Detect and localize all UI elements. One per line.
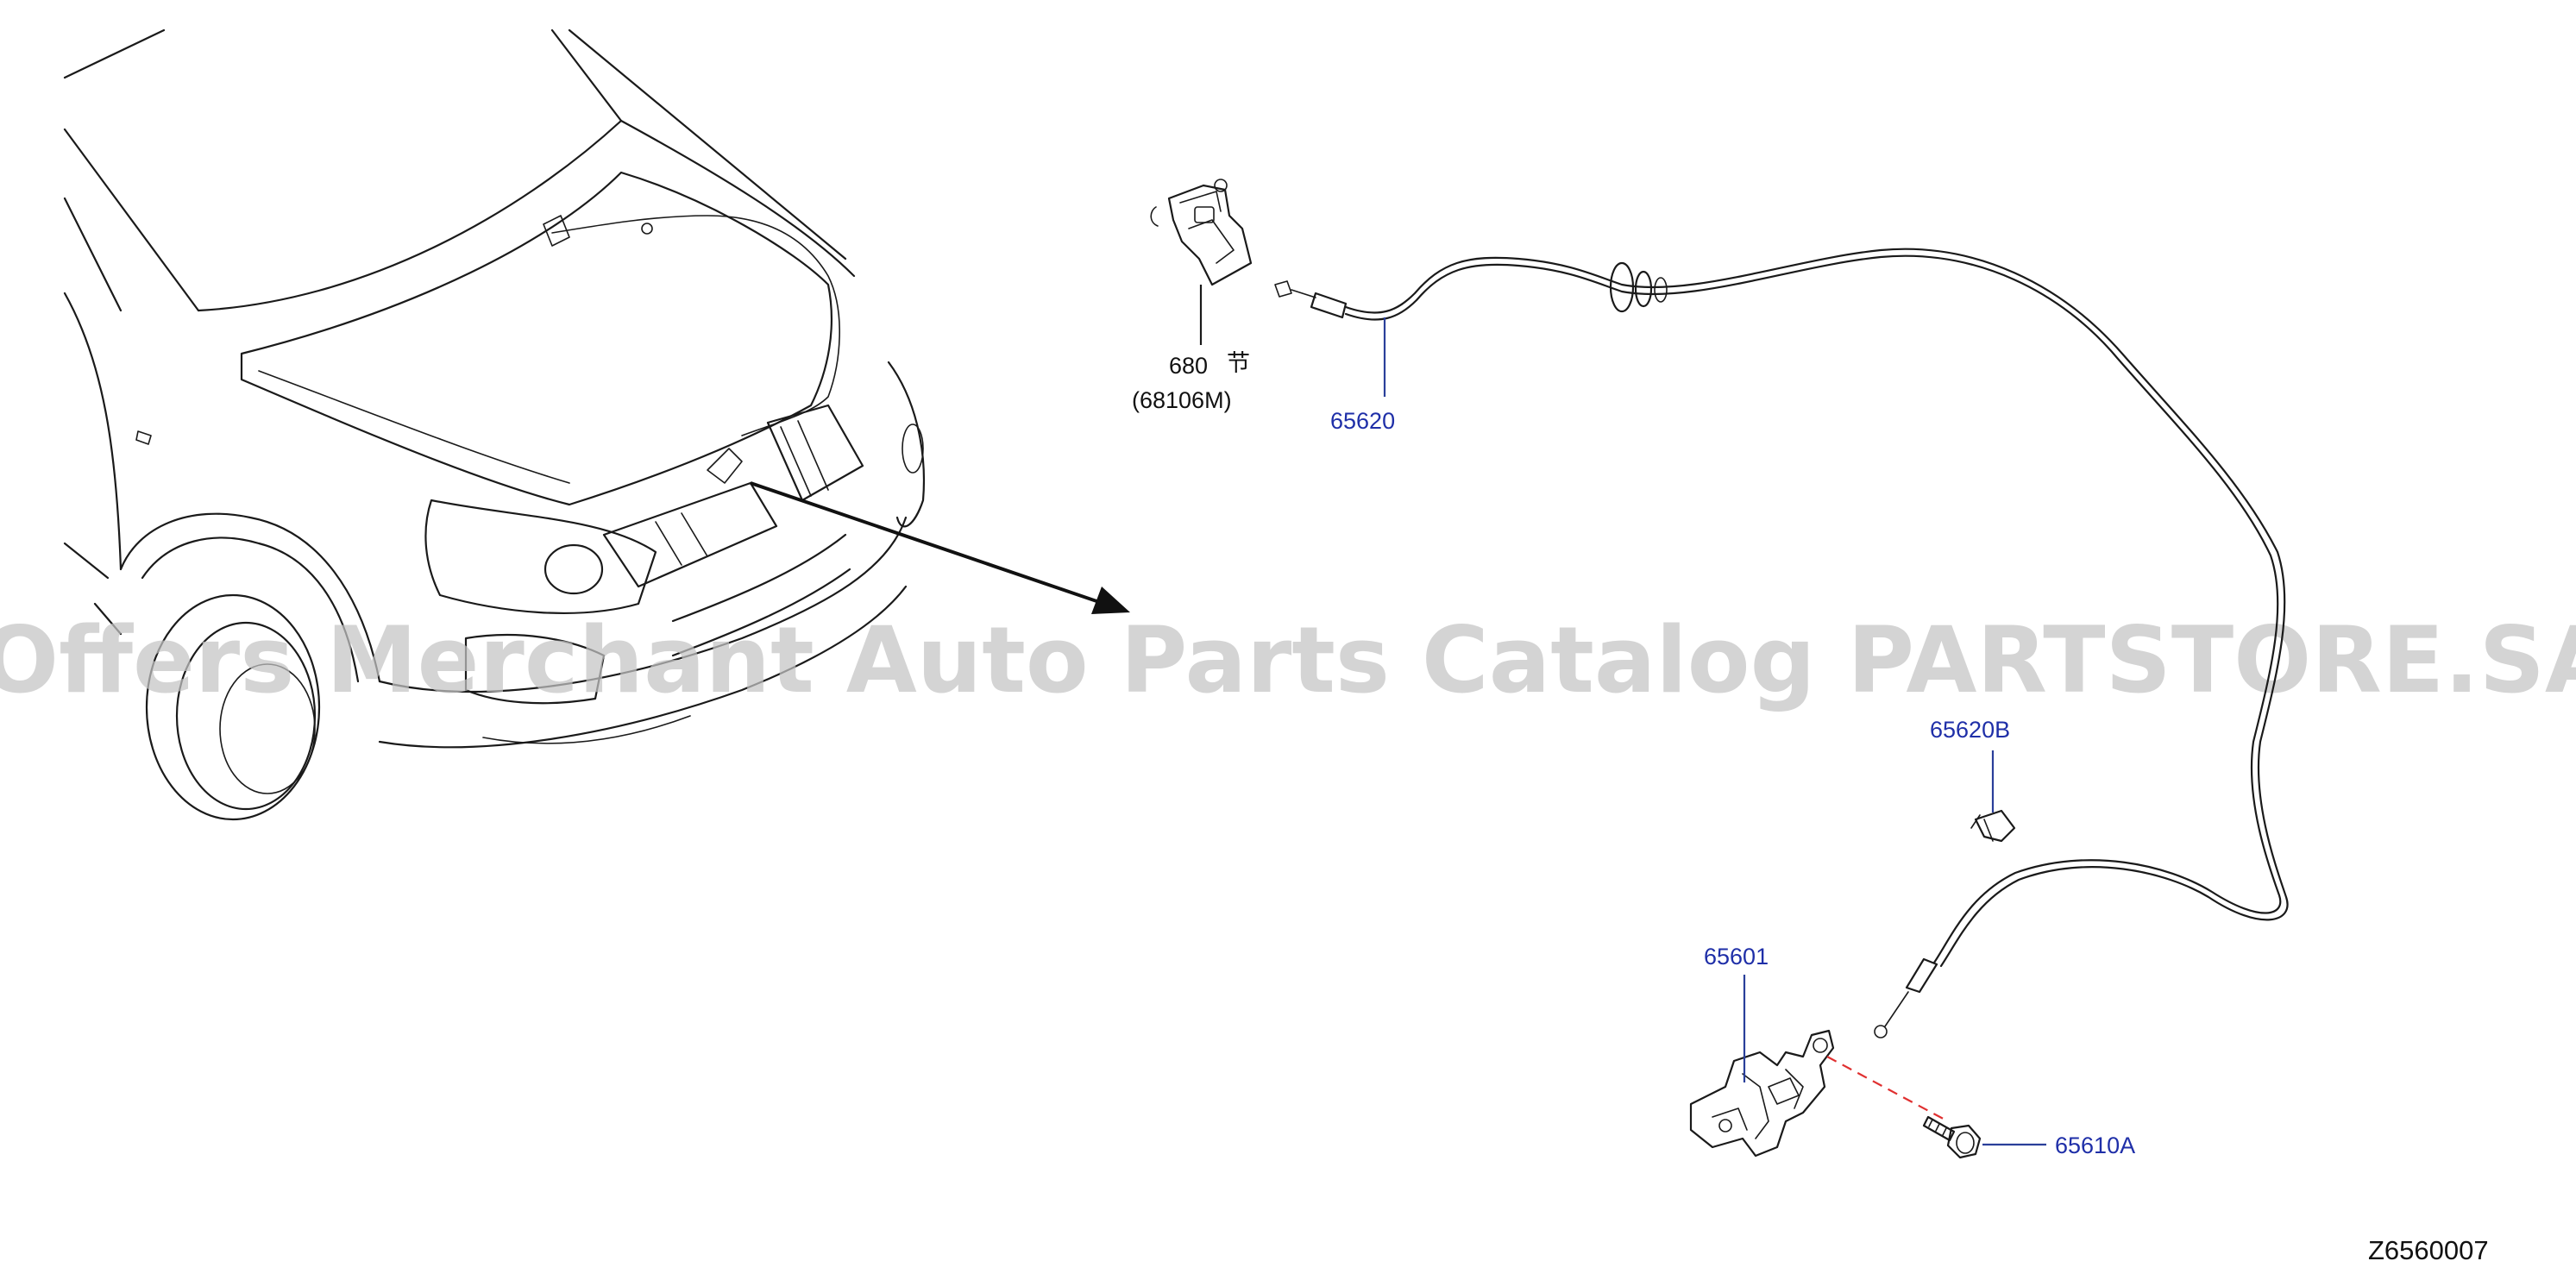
part-680-symbol: 节 [1227, 350, 1250, 376]
part-65610A-number: 65610A [2055, 1133, 2135, 1158]
part-65620-number: 65620 [1330, 408, 1395, 434]
release-handle-icon [1150, 179, 1253, 286]
part-680-number: 680 [1169, 353, 1208, 379]
diagram-code: Z6560007 [2368, 1235, 2489, 1265]
cable-clip-icon [1970, 809, 2016, 843]
part-680-alt-number: (68106M) [1132, 387, 1232, 413]
part-65601-number: 65601 [1704, 944, 1769, 969]
hood-cable-icon [1274, 248, 2289, 1038]
zoom-arrow [750, 481, 1130, 614]
bolt-alignment-dashed-line [1826, 1056, 1949, 1122]
car-front-illustration [63, 28, 926, 821]
part-65620B-number: 65620B [1930, 717, 2010, 743]
hood-lock-icon [1689, 1029, 1835, 1158]
watermark-text: Offers Merchant Auto Parts Catalog PARTS… [0, 607, 2576, 713]
bolt-icon [1922, 1115, 1982, 1159]
